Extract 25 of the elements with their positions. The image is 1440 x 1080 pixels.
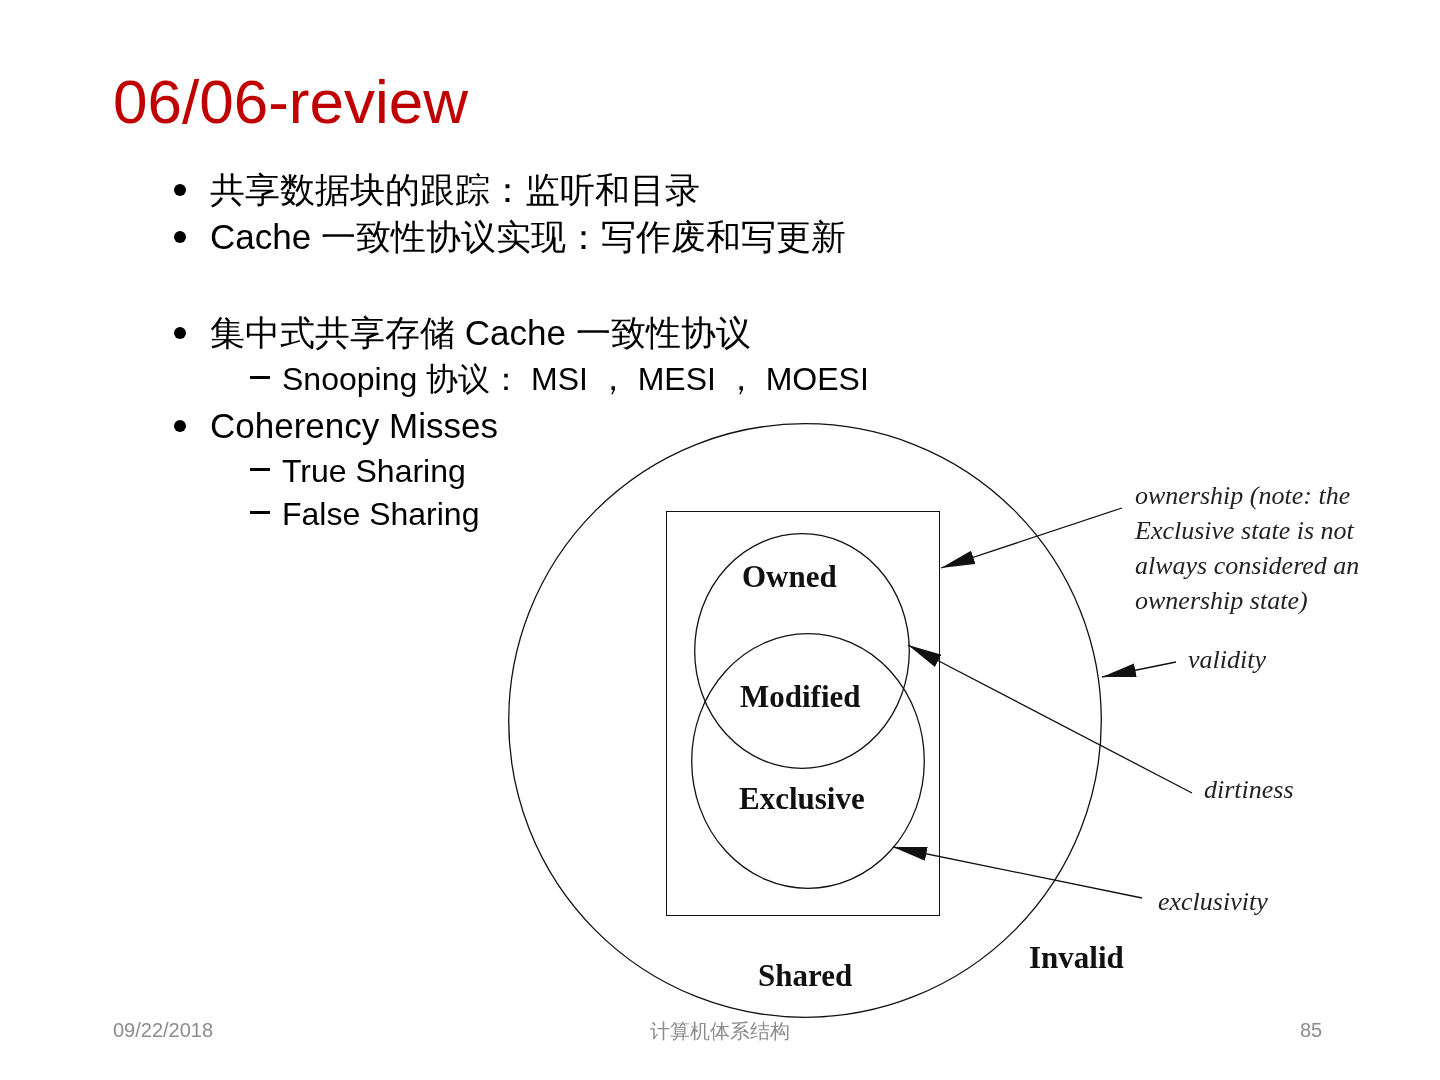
state-box: [666, 511, 940, 916]
arrow: [892, 846, 1143, 899]
page-number: 85: [1300, 1019, 1323, 1042]
arrow: [907, 644, 1193, 794]
footer-title: 计算机体系结构: [650, 1019, 790, 1044]
state-label: Invalid: [1029, 940, 1124, 976]
slide-title: 06/06-review: [113, 66, 468, 138]
arrow: [1101, 661, 1177, 678]
bullet-text: 集中式共享存储 Cache 一致性协议: [210, 313, 751, 353]
footer-date: 09/22/2018: [113, 1019, 214, 1042]
annotation-text: validity: [1188, 642, 1308, 677]
annotation-text: ownership (note: the Exclusive state is not always considered an ownership state): [1135, 478, 1405, 618]
bullet-text: Coherency Misses: [210, 406, 498, 446]
annotation-text: dirtiness: [1204, 772, 1334, 807]
bullet-text: Cache 一致性协议实现：写作废和写更新: [210, 217, 846, 257]
bullet-text: Snooping 协议： MSI ， MESI ， MOESI: [282, 360, 869, 398]
bullet-text: 共享数据块的跟踪：监听和目录: [210, 170, 700, 210]
bullet-text: True Sharing: [282, 452, 466, 490]
annotation-text: exclusivity: [1158, 884, 1298, 919]
state-label: Exclusive: [739, 781, 865, 817]
state-label: Shared: [758, 958, 853, 994]
state-label: Modified: [740, 679, 861, 715]
bullet-text: False Sharing: [282, 495, 480, 533]
state-label: Owned: [742, 559, 837, 595]
arrow: [940, 507, 1123, 569]
